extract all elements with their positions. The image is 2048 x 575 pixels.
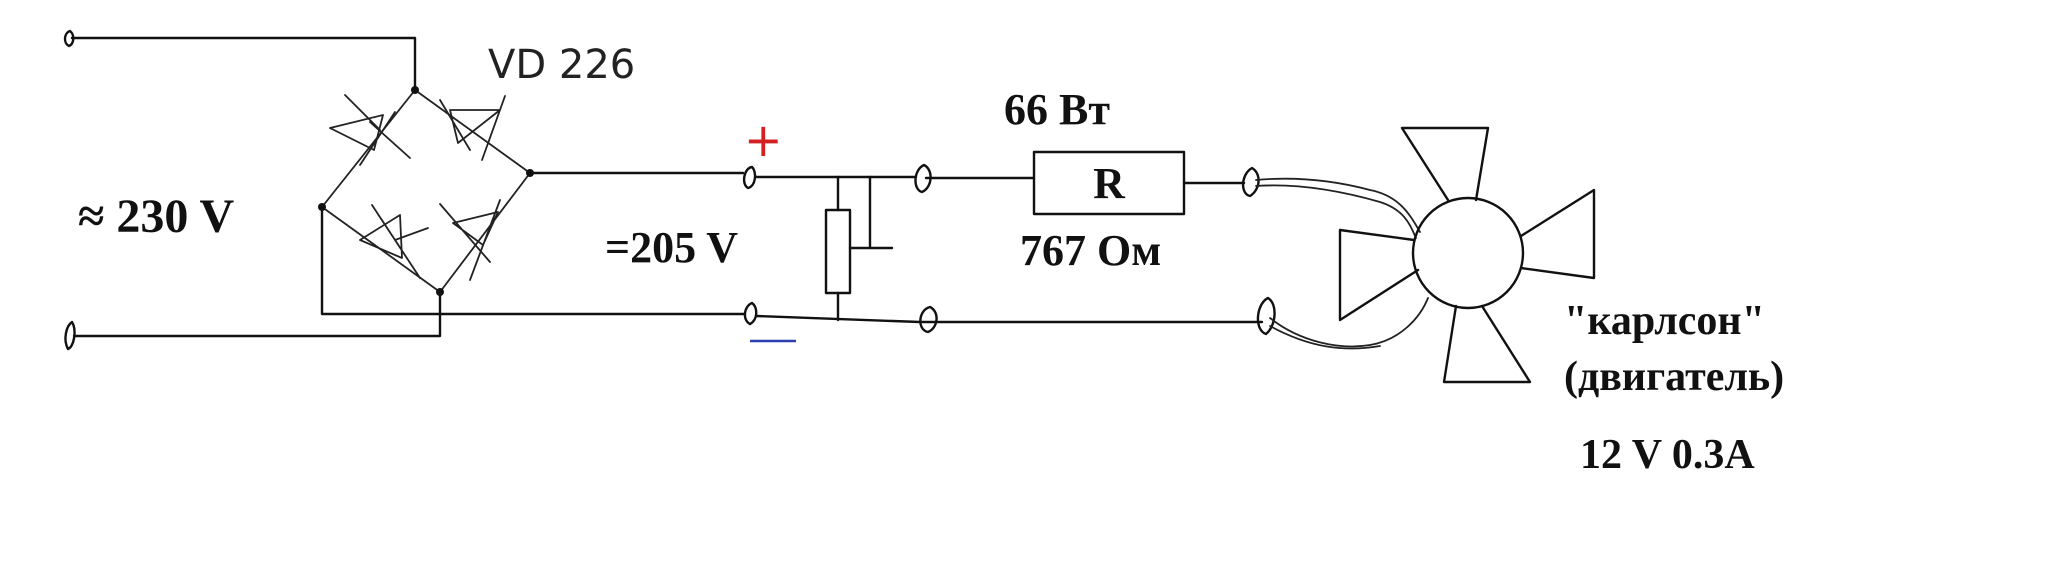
ac-input-label: ≈ 230 V bbox=[78, 190, 234, 243]
plus-mark: + bbox=[744, 113, 783, 167]
terminal-right-positive bbox=[1241, 166, 1260, 198]
motor-lead-positive bbox=[1255, 177, 1421, 233]
diode-bridge-label: VD 226 bbox=[488, 42, 635, 88]
wire-bottom-input bbox=[72, 290, 442, 338]
terminal-dc-positive bbox=[742, 165, 757, 190]
motor-type-label: (двигатель) bbox=[1564, 354, 1784, 400]
diode-4 bbox=[439, 199, 501, 281]
terminal-bottom bbox=[64, 320, 76, 351]
terminal-mid-positive bbox=[914, 163, 932, 194]
resistance-label: 767 Ом bbox=[1020, 226, 1161, 275]
terminal-right-negative bbox=[1256, 296, 1276, 336]
motor-lead-negative bbox=[1269, 297, 1429, 348]
wire-negative-rail bbox=[754, 314, 1264, 324]
terminal-dc-negative bbox=[743, 301, 758, 326]
wire-bridge-left-negative bbox=[320, 205, 747, 316]
diode-3 bbox=[359, 204, 429, 279]
dc-output-terminals: + bbox=[742, 113, 796, 343]
fan-blade-top bbox=[1400, 126, 1490, 202]
motor-name-label: "карлсон" bbox=[1564, 298, 1765, 344]
bridge-right-bottom bbox=[439, 172, 531, 293]
dc-output-label: =205 V bbox=[605, 223, 738, 272]
motor-rating-label: 12 V 0.3A bbox=[1580, 432, 1755, 478]
wire-top-input bbox=[70, 36, 417, 92]
power-label: 66 Вт bbox=[1004, 85, 1110, 134]
junction-dot-bottom bbox=[436, 288, 444, 296]
pot-body bbox=[824, 208, 852, 295]
fan-motor bbox=[1338, 126, 1596, 384]
pot-wiper bbox=[848, 175, 894, 250]
diode-1 bbox=[329, 94, 411, 166]
motor-lead-negative-2 bbox=[1269, 325, 1381, 350]
bridge-left-top bbox=[321, 89, 416, 208]
resistor-symbol: R bbox=[1093, 159, 1126, 208]
resistor: R 66 Вт 767 Ом bbox=[924, 85, 1246, 275]
ac-input-terminals bbox=[63, 29, 442, 351]
junction-dot-top bbox=[411, 86, 419, 94]
motor-lead-positive-2 bbox=[1255, 184, 1417, 239]
terminal-top bbox=[63, 29, 75, 48]
diode-bridge: VD 226 bbox=[318, 42, 635, 296]
motor-hub bbox=[1411, 196, 1525, 310]
fan-blade-right bbox=[1519, 188, 1596, 280]
fan-blade-left bbox=[1338, 228, 1420, 322]
potentiometer bbox=[824, 175, 894, 322]
terminal-mid-negative bbox=[919, 305, 938, 334]
fan-blade-bottom bbox=[1442, 304, 1532, 384]
diode-2 bbox=[439, 95, 506, 161]
